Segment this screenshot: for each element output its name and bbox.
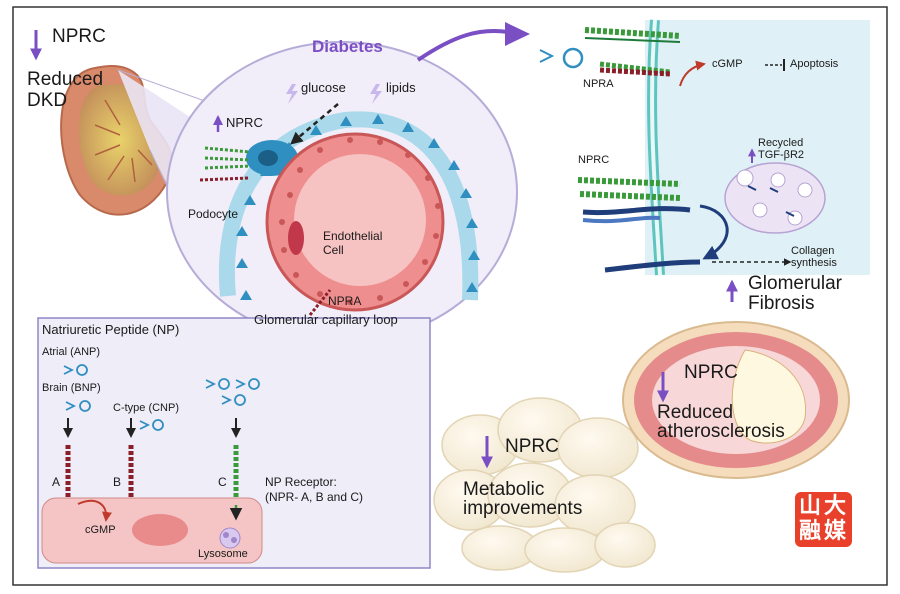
apoptosis-label: Apoptosis — [790, 58, 839, 70]
logo-char-4: 媒 — [824, 519, 847, 544]
collagen-label-line2: synthesis — [791, 257, 837, 269]
np-receptor-label-line1: NP Receptor: — [265, 475, 337, 489]
diabetes-to-panel-arrow — [416, 28, 509, 62]
receptor-c-label: C — [218, 475, 227, 489]
npra-receptor-panel — [539, 27, 681, 77]
signaling-panel — [645, 20, 870, 275]
panel-nprc-label: NPRC — [578, 154, 610, 166]
np-ligands — [63, 364, 260, 431]
fibrosis-label-line1: Glomerular — [748, 273, 842, 294]
collagen-label-line1: Collagen — [791, 245, 835, 257]
fibrosis-label-line2: Fibrosis — [748, 293, 815, 314]
logo-char-1: 山 — [799, 494, 822, 519]
panel-cgmp-label: cGMP — [712, 58, 743, 70]
tgfbr2-receptor — [604, 259, 701, 273]
receptor-a-label: A — [52, 475, 61, 489]
lipids-label: lipids — [386, 80, 416, 95]
outer-frame — [12, 6, 888, 586]
artery-nprc-label: NPRC — [684, 362, 738, 383]
kidney-outcome-line1: Reduced — [27, 69, 104, 90]
receptor-b-label: B — [113, 475, 122, 489]
np-receptors — [65, 445, 239, 498]
endothelial-nucleus — [288, 221, 304, 255]
podocyte-receptors — [199, 146, 251, 182]
cgmp-red-arrow — [679, 60, 706, 87]
np-cgmp-arrow — [77, 499, 112, 522]
glucose-dashed-arrow — [290, 103, 339, 145]
np-nucleus — [132, 514, 188, 546]
glom-npra-label: NPRA — [328, 294, 362, 308]
lysosome-icon — [219, 527, 241, 549]
logo-char-2: 大 — [824, 494, 847, 519]
endothelial-label-line1: Endothelial — [323, 229, 383, 243]
artery-cross-section — [622, 321, 850, 479]
recycled-label-line2: TGF-βR2 — [758, 149, 805, 161]
kidney-outcome-line2: DKD — [27, 90, 68, 111]
nprc-receptor-panel — [577, 177, 691, 224]
cnp-label: C-type (CNP) — [113, 402, 180, 414]
glom-nprc-label: NPRC — [226, 115, 263, 130]
glucose-label: glucose — [301, 80, 346, 95]
adipose-nprc-label: NPRC — [505, 436, 559, 457]
adipose-outcome-line2: improvements — [463, 498, 583, 519]
bnp-label: Brain (BNP) — [42, 382, 101, 394]
np-receptor-label-line2: (NPR- A, B and C) — [265, 490, 364, 504]
recycle-arrow — [699, 204, 729, 260]
endothelial-label-line2: Cell — [323, 243, 344, 257]
glucose-lightning-icon — [286, 84, 298, 104]
anp-label: Atrial (ANP) — [42, 346, 101, 358]
recycled-label-line1: Recycled — [758, 137, 804, 149]
adipose-tissue — [433, 397, 656, 573]
artery-outcome-line1: Reduced — [657, 402, 734, 423]
panel-npra-label: NPRA — [583, 78, 614, 90]
kidney-nprc-label: NPRC — [52, 26, 106, 47]
endosome-vesicle — [724, 162, 826, 234]
diabetes-title: Diabetes — [312, 37, 383, 56]
logo-char-3: 融 — [799, 519, 822, 544]
podocyte-label: Podocyte — [188, 207, 239, 221]
np-panel-title: Natriuretic Peptide (NP) — [42, 322, 180, 337]
lysosome-label: Lysosome — [198, 548, 248, 560]
npra-receptor-bottom — [308, 289, 332, 316]
adipose-outcome-line1: Metabolic — [463, 479, 545, 500]
media-logo: 山 大 融 媒 — [795, 492, 852, 547]
np-cgmp-label: cGMP — [85, 524, 116, 536]
lipids-lightning-icon — [370, 84, 382, 104]
artery-outcome-line2: atherosclerosis — [657, 421, 785, 442]
capillary-loop-caption: Glomerular capillary loop — [254, 312, 398, 327]
